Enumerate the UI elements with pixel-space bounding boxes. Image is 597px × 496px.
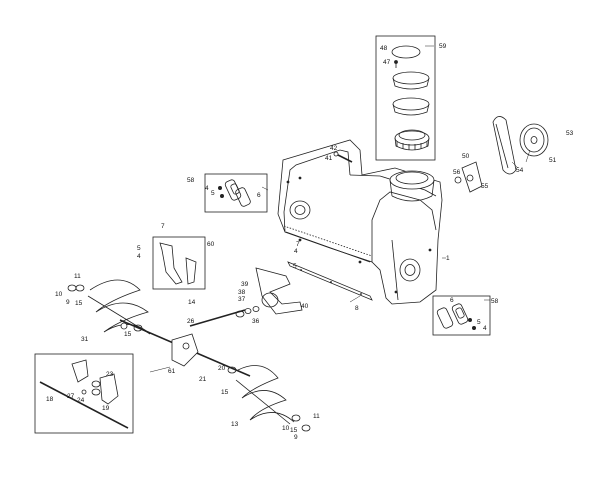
part-label: 5 bbox=[137, 245, 141, 252]
auger-housing bbox=[277, 139, 443, 305]
part-label: 6 bbox=[450, 297, 454, 304]
part-label: 6 bbox=[257, 192, 261, 199]
part-label: 5 bbox=[211, 190, 215, 197]
part-label: 61 bbox=[168, 368, 176, 375]
part-label: 4 bbox=[294, 248, 298, 255]
part-label: 11 bbox=[313, 413, 320, 420]
part-label: 14 bbox=[188, 299, 196, 306]
part-label: 40 bbox=[301, 303, 309, 310]
part-label: 55 bbox=[481, 183, 489, 190]
part-label: 15 bbox=[75, 300, 83, 307]
inset-box-61 bbox=[34, 353, 134, 434]
impeller bbox=[255, 267, 303, 315]
part-label: 4 bbox=[483, 325, 487, 332]
part-label: 50 bbox=[462, 153, 470, 160]
part-label: 48 bbox=[380, 45, 388, 52]
part-label: 26 bbox=[187, 318, 195, 325]
part-label: 10 bbox=[282, 425, 290, 432]
part-label: 8 bbox=[355, 305, 359, 312]
part-label: 37 bbox=[238, 296, 246, 303]
part-label: 56 bbox=[453, 169, 461, 176]
part-label: 51 bbox=[549, 157, 557, 164]
part-label: 5 bbox=[293, 263, 297, 270]
auger-shaft-assembly bbox=[119, 306, 260, 377]
pin-41-42 bbox=[333, 151, 353, 163]
left-auger bbox=[67, 279, 151, 335]
leader-lines bbox=[149, 45, 531, 373]
inset-box-59 bbox=[375, 35, 436, 161]
part-label: 54 bbox=[516, 167, 524, 174]
part-label: 24 bbox=[77, 397, 85, 404]
part-label: 21 bbox=[199, 376, 207, 383]
part-label: 9 bbox=[66, 299, 70, 306]
part-label: 59 bbox=[439, 43, 447, 50]
part-label: 10 bbox=[55, 291, 63, 298]
part-label: 36 bbox=[252, 318, 260, 325]
part-label: 9 bbox=[294, 434, 298, 441]
part-label: 4 bbox=[205, 185, 209, 192]
bearing-plate bbox=[454, 161, 483, 193]
scraper-bar bbox=[287, 261, 373, 301]
part-label: 1 bbox=[446, 255, 450, 262]
part-label: 7 bbox=[296, 241, 300, 248]
inset-box-58-top bbox=[204, 173, 268, 213]
part-label: 15 bbox=[124, 331, 132, 338]
part-label: 31 bbox=[81, 336, 89, 343]
right-auger bbox=[235, 365, 311, 432]
inset-box-58-right bbox=[432, 295, 491, 336]
part-label: 53 bbox=[566, 130, 574, 137]
part-label: 60 bbox=[207, 241, 215, 248]
part-label: 7 bbox=[161, 223, 165, 230]
part-label: 18 bbox=[46, 396, 54, 403]
part-label: 11 bbox=[74, 273, 81, 280]
part-label: 19 bbox=[102, 405, 110, 412]
part-label: 13 bbox=[231, 421, 239, 428]
part-label: 20 bbox=[218, 365, 226, 372]
part-label: 4 bbox=[137, 253, 141, 260]
part-label: 23 bbox=[106, 371, 114, 378]
part-label: 58 bbox=[187, 177, 195, 184]
part-label: 47 bbox=[383, 59, 391, 66]
part-label: 42 bbox=[330, 145, 338, 152]
part-label: 15 bbox=[221, 389, 229, 396]
part-label: 38 bbox=[238, 289, 246, 296]
part-label: 41 bbox=[325, 155, 333, 162]
part-label: 5 bbox=[477, 319, 481, 326]
part-label: 15 bbox=[290, 427, 298, 434]
part-label: 58 bbox=[491, 298, 499, 305]
inset-box-60 bbox=[152, 236, 206, 290]
part-label: 39 bbox=[241, 281, 249, 288]
pulley-and-belt bbox=[492, 116, 549, 175]
part-label: 27 bbox=[67, 393, 75, 400]
part-number-labels: 1 4 4 4 4 5 5 5 5 6 6 7 7 8 9 9 10 10 11… bbox=[46, 43, 574, 441]
